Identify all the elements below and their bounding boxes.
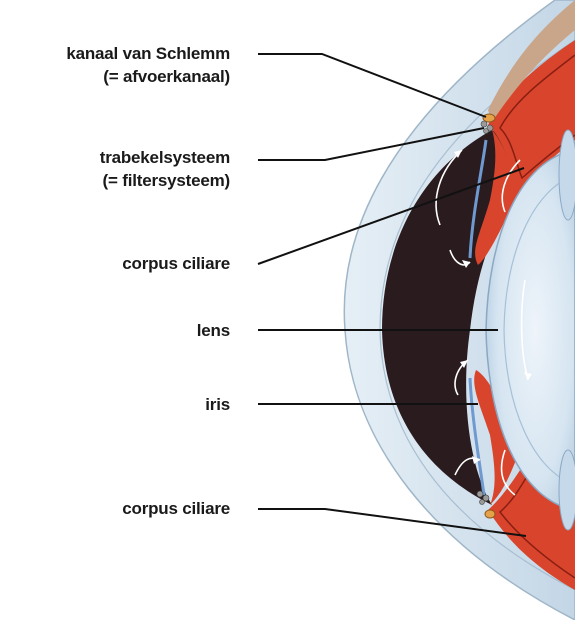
label-corpus-top: corpus ciliare	[0, 252, 230, 275]
label-trabekel: trabekelsysteem (= filtersysteem)	[0, 146, 230, 192]
label-schlemm: kanaal van Schlemm (= afvoerkanaal)	[0, 42, 230, 88]
label-schlemm-line2: (= afvoerkanaal)	[0, 65, 230, 88]
label-trabekel-line1: trabekelsysteem	[0, 146, 230, 169]
ciliary-process-bottom	[559, 450, 575, 530]
label-corpus-bottom: corpus ciliare	[0, 497, 230, 520]
label-lens: lens	[0, 319, 230, 342]
label-trabekel-line2: (= filtersysteem)	[0, 169, 230, 192]
schlemm-canal	[483, 114, 495, 122]
ciliary-process-top	[559, 130, 575, 220]
schlemm-canal-bottom	[485, 510, 495, 518]
label-schlemm-line1: kanaal van Schlemm	[0, 42, 230, 65]
label-iris: iris	[0, 393, 230, 416]
